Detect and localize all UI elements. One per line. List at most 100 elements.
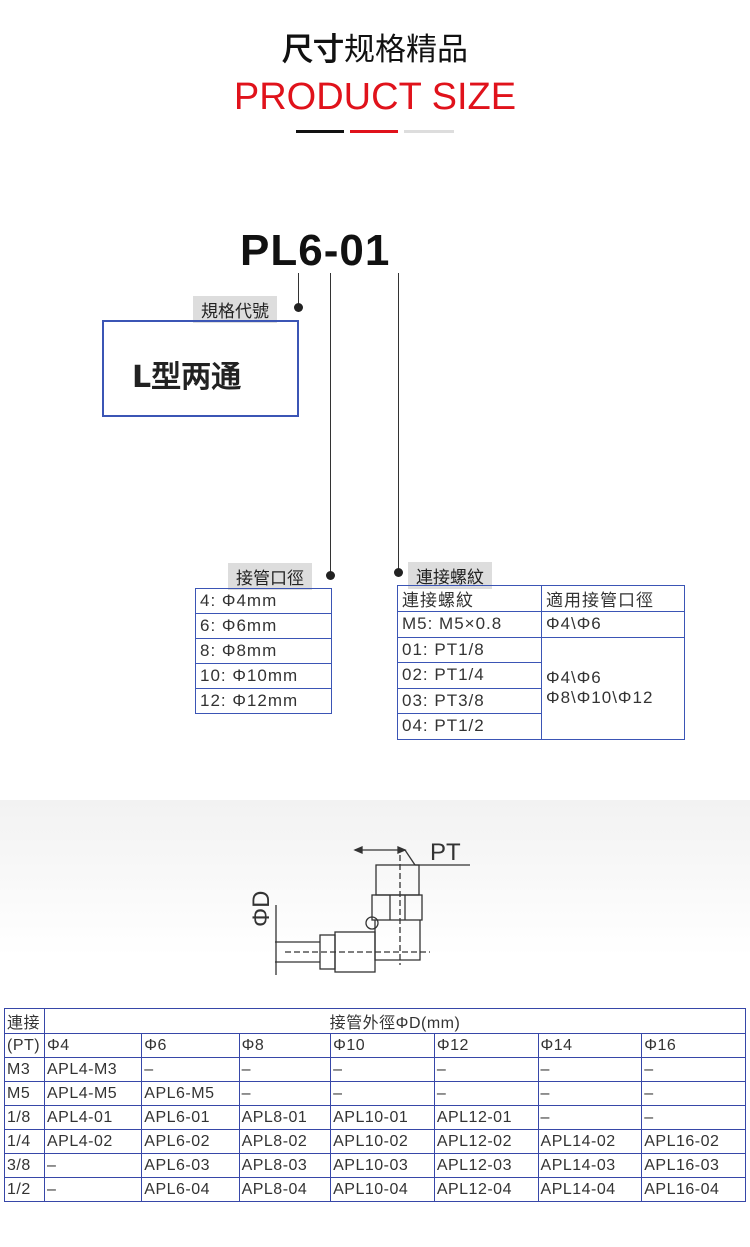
column-header: Φ4 (43, 1033, 143, 1058)
section-title: 尺寸规格精品 (282, 32, 468, 68)
tube-size: 4: Φ4mm (195, 588, 332, 614)
model-cell: APL12-01 (433, 1105, 539, 1130)
model-cell: APL6-03 (141, 1153, 240, 1178)
fit-line: Φ4\Φ6 (546, 668, 602, 687)
column-header: Φ12 (433, 1033, 539, 1058)
leader-line (298, 273, 299, 307)
model-cell: – (641, 1057, 746, 1082)
model-cell: APL4-02 (43, 1129, 143, 1154)
divider-dark (296, 130, 344, 133)
pt-cell: 3/8 (4, 1153, 45, 1178)
tube-size: 12: Φ12mm (195, 688, 332, 714)
fit-line: Φ8\Φ10\Φ12 (546, 688, 654, 707)
thread-label: 連接螺紋 (408, 562, 492, 589)
group-header: 接管外徑ΦD(mm) (44, 1008, 746, 1034)
model-cell: APL6-04 (141, 1177, 240, 1202)
leader-line (330, 273, 331, 575)
model-cell: APL16-04 (641, 1177, 746, 1202)
corner-cell: (PT) (4, 1033, 45, 1058)
column-header: Φ14 (537, 1033, 643, 1058)
model-cell: – (330, 1057, 435, 1082)
thread-cell: 01: PT1/8 (397, 636, 542, 663)
model-cell: – (43, 1177, 143, 1202)
model-cell: APL4-01 (43, 1105, 143, 1130)
model-cell: – (433, 1081, 539, 1106)
model-cell: – (238, 1081, 332, 1106)
tube-size: 8: Φ8mm (195, 638, 332, 664)
model-cell: APL8-02 (238, 1129, 332, 1154)
model-cell: APL6-01 (141, 1105, 240, 1130)
model-cell: APL16-02 (641, 1129, 746, 1154)
dot (394, 568, 403, 577)
model-cell: APL4-M5 (43, 1081, 143, 1106)
pt-cell: 1/4 (4, 1129, 45, 1154)
model-cell: – (141, 1057, 240, 1082)
model-cell: – (537, 1105, 643, 1130)
divider-red (350, 130, 398, 133)
model-code: PL6-01 (240, 226, 391, 275)
model-cell: – (238, 1057, 332, 1082)
pt-cell: M5 (4, 1081, 45, 1106)
model-cell: APL8-03 (238, 1153, 332, 1178)
thread-cell: 03: PT3/8 (397, 687, 542, 714)
model-cell: – (641, 1105, 746, 1130)
column-header: Φ16 (641, 1033, 746, 1058)
tube-size: 6: Φ6mm (195, 613, 332, 639)
thread-cell: 04: PT1/2 (397, 713, 542, 740)
pt-label: PT (430, 839, 461, 866)
column-header: Φ6 (141, 1033, 240, 1058)
pt-cell: M3 (4, 1057, 45, 1082)
model-cell: APL10-02 (330, 1129, 435, 1154)
model-cell: – (537, 1081, 643, 1106)
model-cell: APL8-01 (238, 1105, 332, 1130)
model-cell: – (537, 1057, 643, 1082)
model-cell: APL10-04 (330, 1177, 435, 1202)
divider-light (404, 130, 454, 133)
tube-size-table: 4: Φ4mm 6: Φ6mm 8: Φ8mm 10: Φ10mm 12: Φ1… (195, 588, 332, 714)
thread-cell: M5: M5×0.8 (397, 611, 542, 638)
elbow-fitting-drawing: PT ΦD (248, 839, 470, 975)
tube-label: 接管口徑 (228, 563, 312, 590)
model-cell: APL12-04 (433, 1177, 539, 1202)
diameter-label: ΦD (248, 891, 275, 927)
model-cell: APL12-02 (433, 1129, 539, 1154)
header-cell: 適用接管口徑 (541, 585, 685, 612)
model-cell: APL14-03 (537, 1153, 643, 1178)
spec-label: 規格代號 (193, 296, 277, 323)
model-cell: APL14-04 (537, 1177, 643, 1202)
header-cell: 連接螺紋 (397, 585, 542, 612)
model-cell: APL6-02 (141, 1129, 240, 1154)
model-cell: – (330, 1081, 435, 1106)
column-header: Φ8 (238, 1033, 332, 1058)
model-cell: – (43, 1153, 143, 1178)
model-cell: APL10-03 (330, 1153, 435, 1178)
model-cell: APL12-03 (433, 1153, 539, 1178)
model-cell: APL16-03 (641, 1153, 746, 1178)
column-header: Φ10 (330, 1033, 435, 1058)
model-cell: APL8-04 (238, 1177, 332, 1202)
type-box: L型两通 (102, 320, 299, 417)
model-cell: – (433, 1057, 539, 1082)
thread-cell: 02: PT1/4 (397, 662, 542, 689)
model-cell: APL6-M5 (141, 1081, 240, 1106)
pt-cell: 1/8 (4, 1105, 45, 1130)
model-cell: – (641, 1081, 746, 1106)
leader-line (398, 273, 399, 573)
tube-size: 10: Φ10mm (195, 663, 332, 689)
model-cell: APL4-M3 (43, 1057, 143, 1082)
section-subtitle: PRODUCT SIZE (233, 76, 517, 118)
dot (294, 303, 303, 312)
model-cell: APL14-02 (537, 1129, 643, 1154)
fit-cell: Φ4\Φ6 (541, 611, 685, 638)
dot (326, 571, 335, 580)
pt-cell: 1/2 (4, 1177, 45, 1202)
corner-cell: 連接 (4, 1008, 45, 1034)
